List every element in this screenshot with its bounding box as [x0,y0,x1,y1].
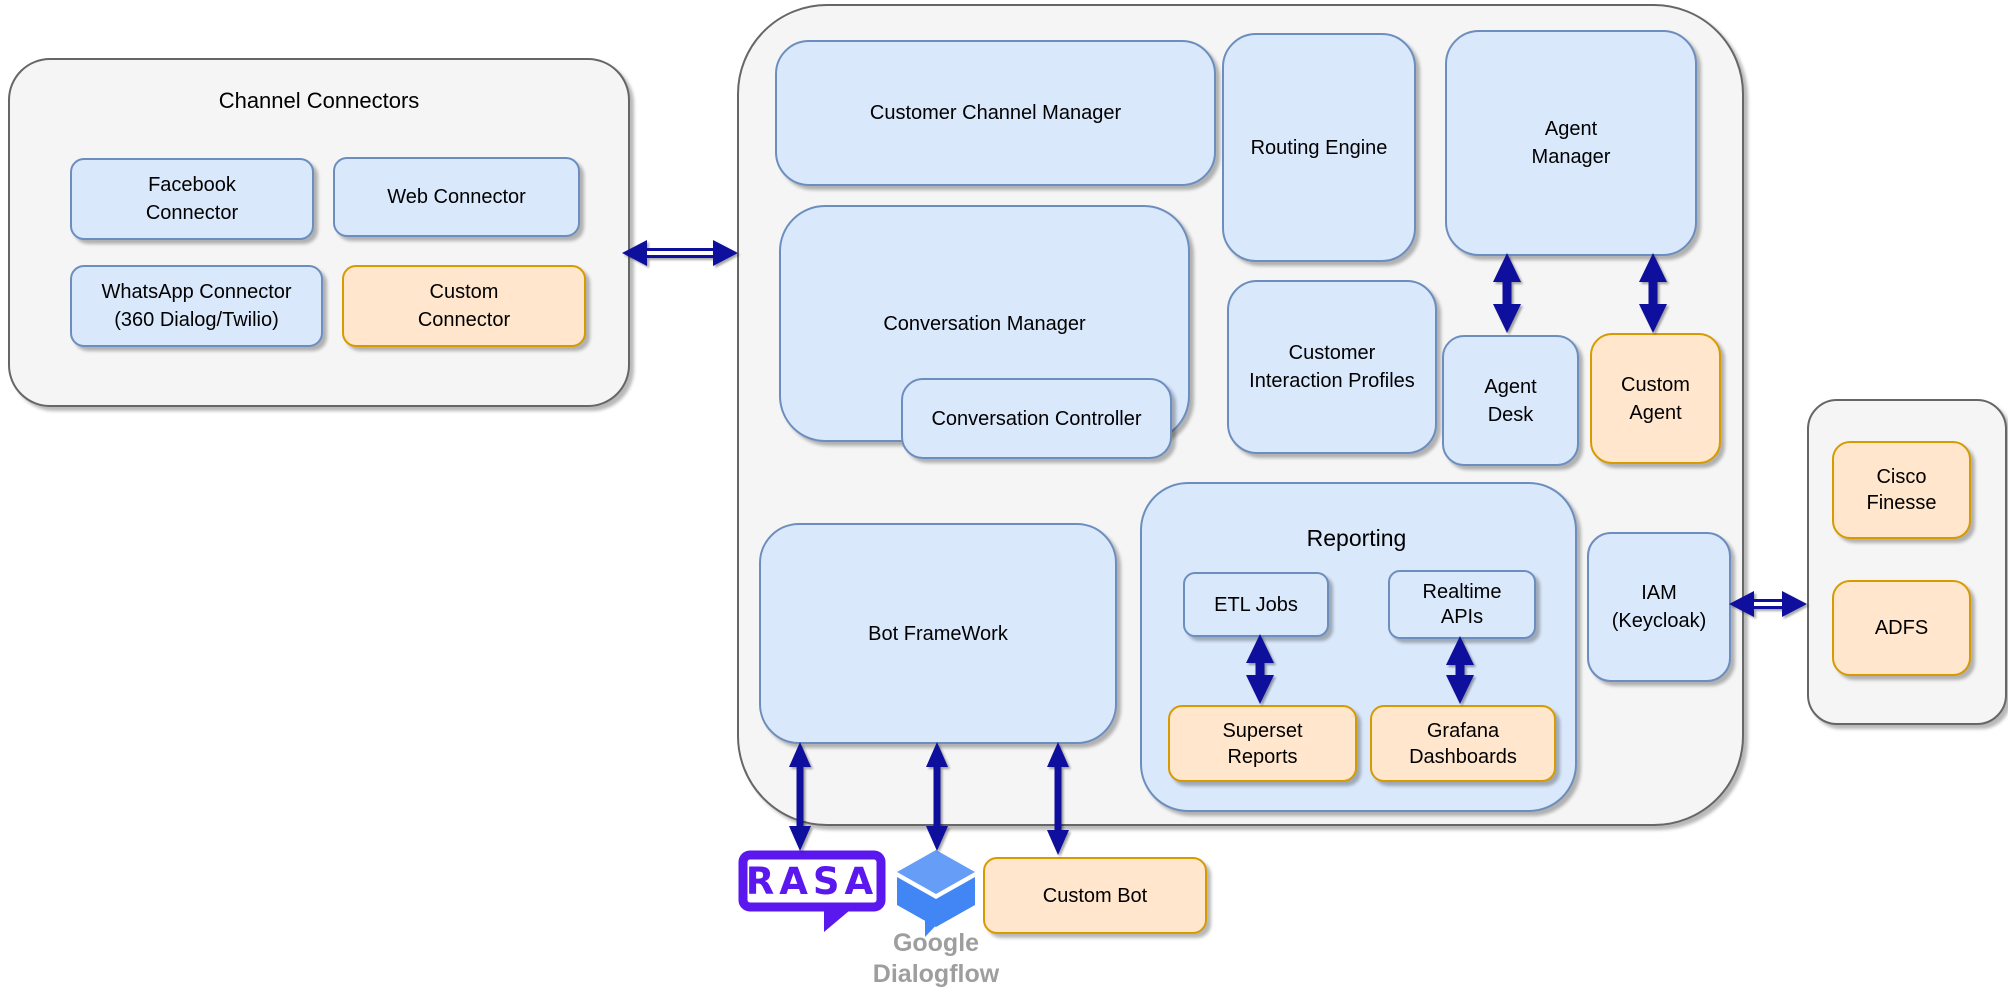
dialogflow-tail [925,910,942,937]
node-facebook-connector: Facebook Connector [70,158,314,240]
node-agent-manager: Agent Manager [1445,30,1697,256]
node-conversation-manager-label: Conversation Manager [883,312,1086,335]
node-superset-reports-label: Superset Reports [1222,719,1303,768]
node-conversation-controller-label: Conversation Controller [931,407,1142,430]
node-custom-agent-label: Custom Agent [1621,373,1690,424]
arrow-botfw-custombot [1045,741,1071,861]
node-web-connector-label: Web Connector [387,186,526,208]
arrow-etl-superset [1244,633,1276,710]
node-customer-interaction-profiles: Customer Interaction Profiles [1227,280,1437,454]
node-custom-bot-label: Custom Bot [1042,884,1148,907]
node-routing-engine-label: Routing Engine [1250,136,1388,159]
arrow-botfw-rasa [787,741,813,857]
arrow-agentmgr-agentdesk [1491,252,1523,339]
node-customer-interaction-profiles-label: Customer Interaction Profiles [1249,342,1415,392]
node-customer-channel-manager-label: Customer Channel Manager [869,102,1122,124]
node-web-connector: Web Connector [333,157,580,237]
node-routing-engine: Routing Engine [1222,33,1416,262]
node-iam-keycloak-label: IAM (Keycloak) [1611,582,1707,632]
node-cisco-finesse: Cisco Finesse [1832,441,1971,539]
node-conversation-controller: Conversation Controller [901,378,1172,459]
dialogflow-caption: Google Dialogflow [872,929,1000,988]
node-grafana-dashboards-label: Grafana Dashboards [1409,719,1517,768]
channel-connectors-title: Channel Connectors [218,88,420,113]
node-agent-manager-label: Agent Manager [1531,118,1611,168]
node-realtime-apis: Realtime APIs [1388,570,1536,639]
node-custom-agent: Custom Agent [1590,333,1721,464]
node-etl-jobs: ETL Jobs [1183,572,1329,637]
node-superset-reports: Superset Reports [1168,705,1357,782]
node-etl-jobs-label: ETL Jobs [1214,593,1298,616]
node-realtime-apis-label: Realtime APIs [1422,580,1502,628]
dialogflow-cube-top [897,850,975,894]
arrow-botfw-dialogflow [924,741,950,857]
arrow-agentmgr-customagent [1637,252,1669,339]
arrow-iam-external [1728,589,1808,624]
svg-text:RASA: RASA [746,860,878,903]
node-cisco-finesse-label: Cisco Finesse [1866,466,1937,514]
node-bot-framework-label: Bot FrameWork [868,622,1008,645]
dialogflow-icon [897,850,975,943]
node-custom-connector: Custom Connector [342,265,586,347]
reporting-title: Reporting [1306,525,1407,551]
node-bot-framework: Bot FrameWork [759,523,1117,744]
rasa-logo: RASA [738,850,888,943]
node-whatsapp-connector: WhatsApp Connector (360 Dialog/Twilio) [70,265,323,347]
node-facebook-connector-label: Facebook Connector [145,174,239,224]
node-whatsapp-connector-label: WhatsApp Connector (360 Dialog/Twilio) [101,281,292,331]
dialogflow-cube-body [897,877,975,927]
node-iam-keycloak: IAM (Keycloak) [1587,532,1731,682]
arrow-realtime-grafana [1444,635,1476,710]
node-agent-desk-label: Agent Desk [1484,375,1537,426]
node-agent-desk: Agent Desk [1442,335,1579,466]
node-customer-channel-manager: Customer Channel Manager [775,40,1216,186]
node-grafana-dashboards: Grafana Dashboards [1370,705,1556,782]
arrow-channels-platform [621,238,739,273]
node-adfs-label: ADFS [1874,617,1929,639]
node-custom-connector-label: Custom Connector [417,281,511,331]
node-custom-bot: Custom Bot [983,857,1207,934]
node-adfs: ADFS [1832,580,1971,676]
